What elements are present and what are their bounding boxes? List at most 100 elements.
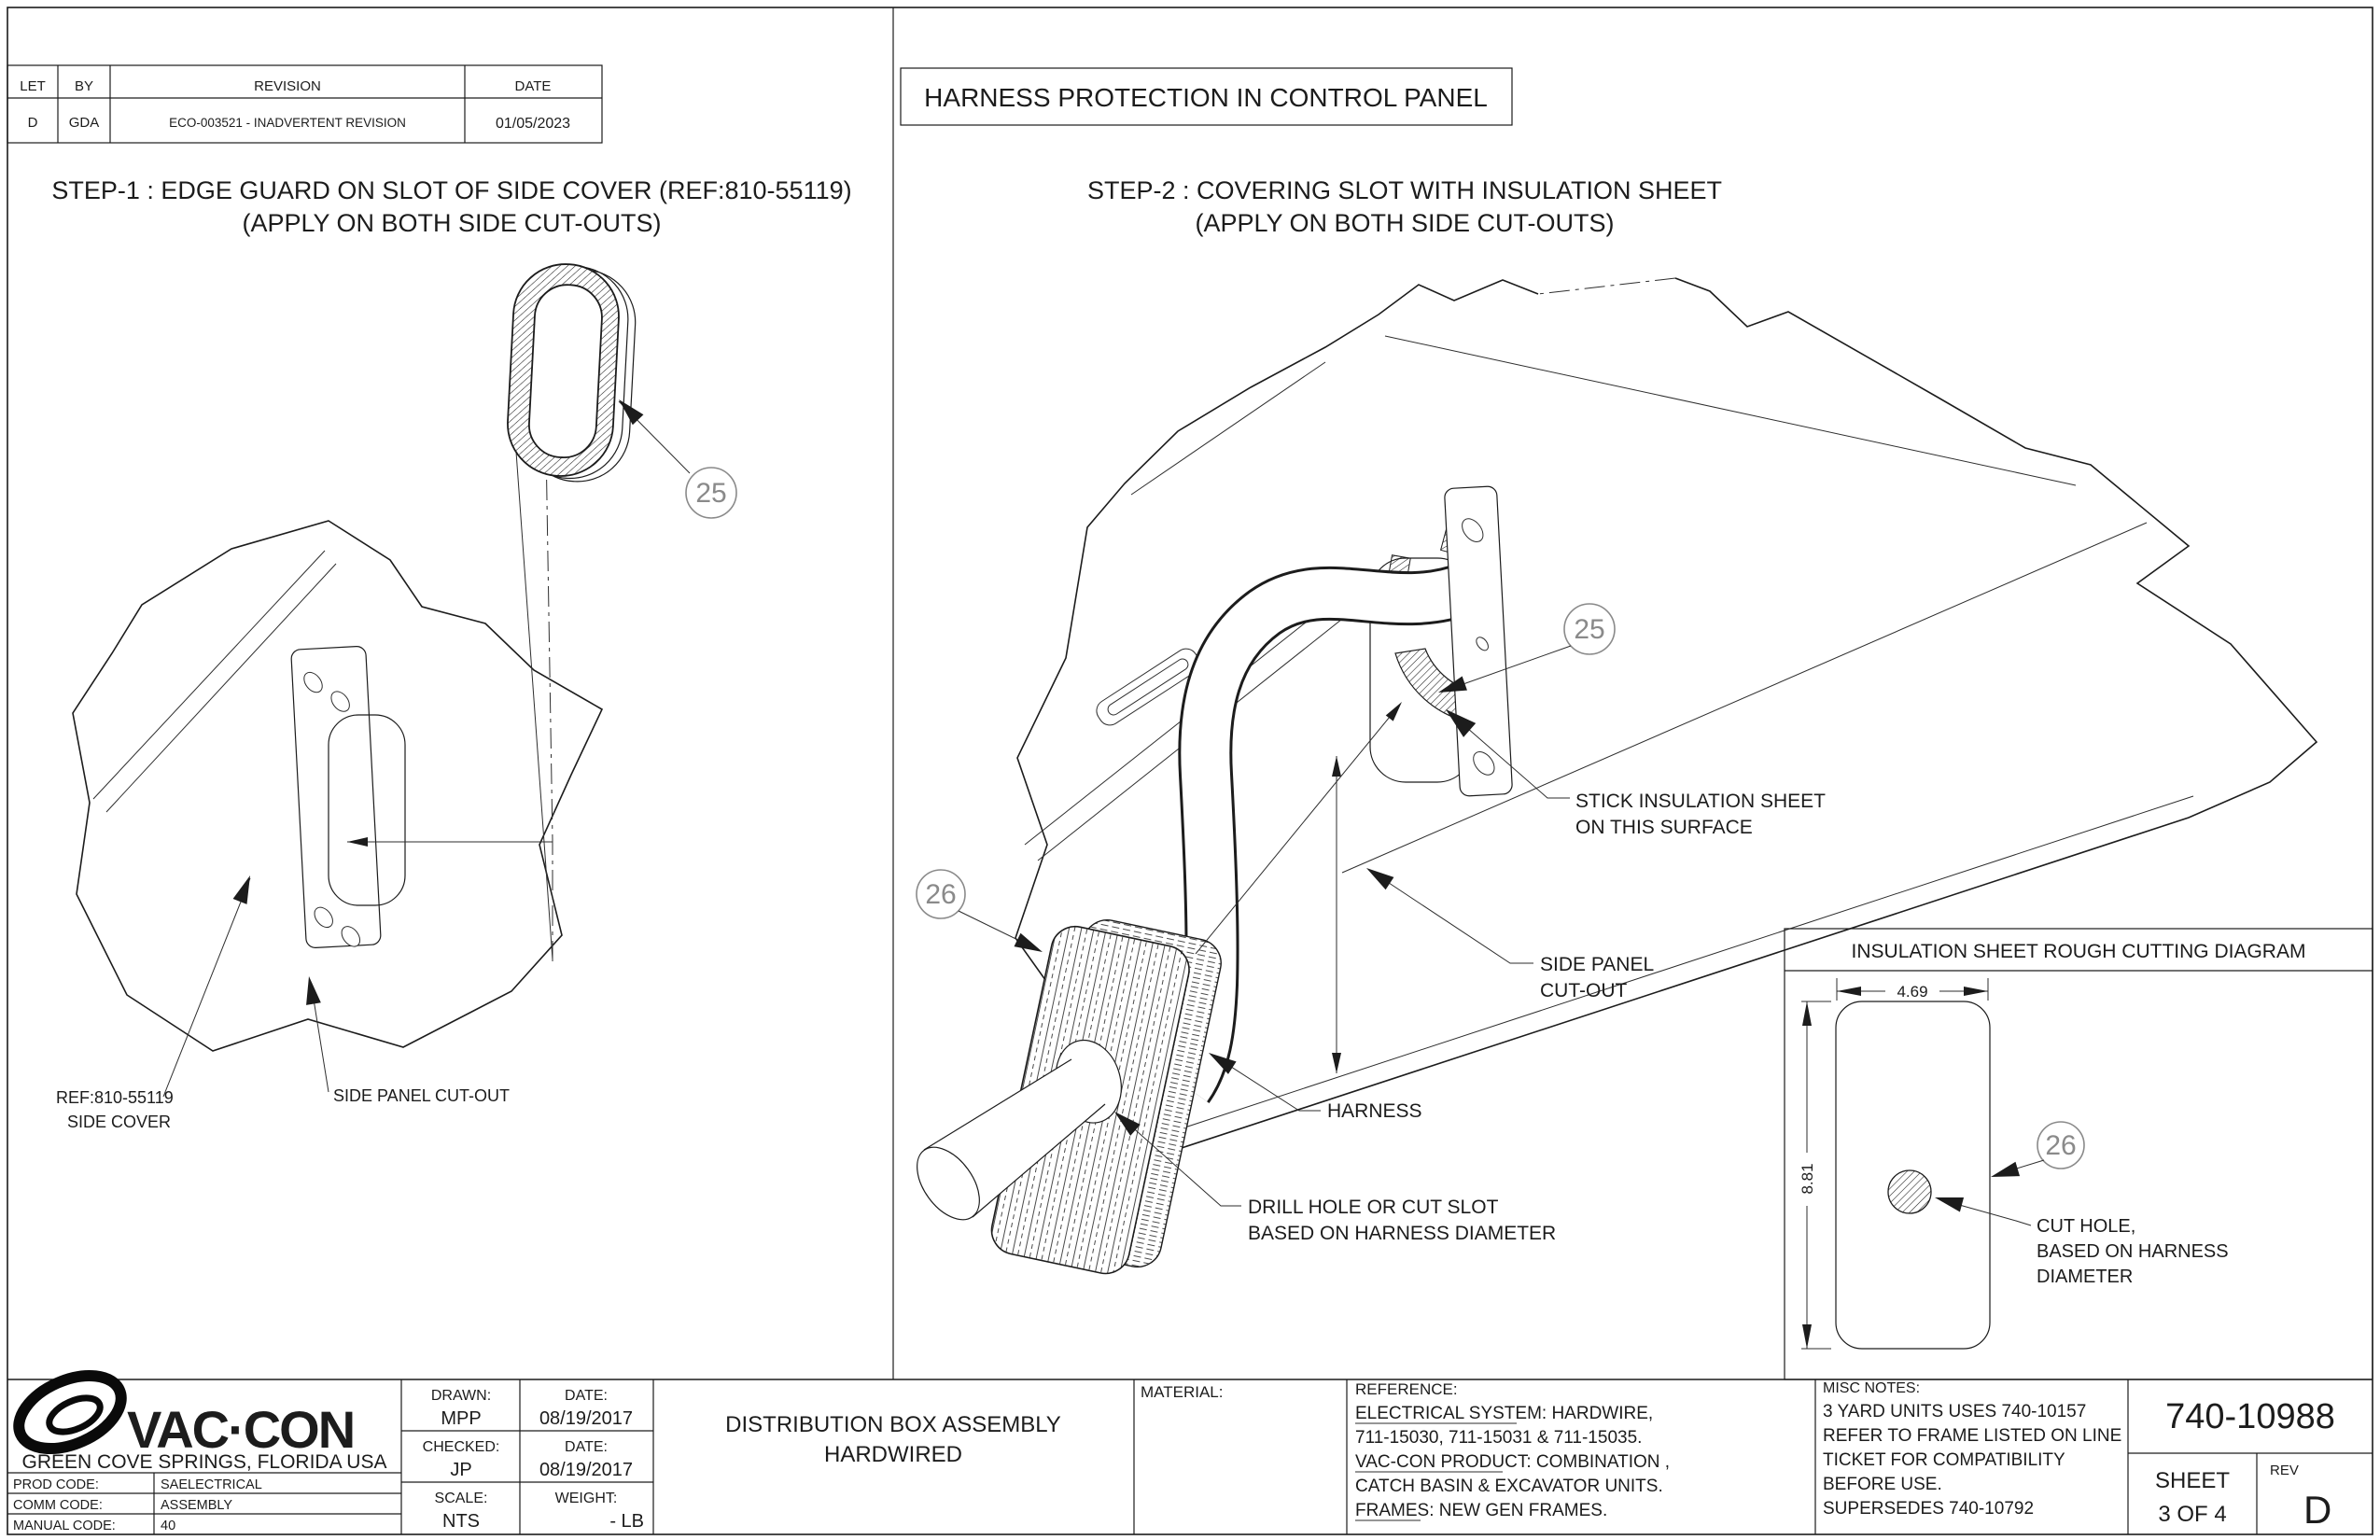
drawn-value: MPP [441, 1408, 481, 1429]
step2-heading-line2: (APPLY ON BOTH SIDE CUT-OUTS) [1195, 209, 1614, 237]
logo-location: GREEN COVE SPRINGS, FLORIDA USA [22, 1451, 387, 1473]
step2-heading-line1: STEP-2 : COVERING SLOT WITH INSULATION S… [1087, 176, 1722, 204]
logo-swoosh-icon [13, 1369, 127, 1455]
label-side-panel-cutout-step1: SIDE PANEL CUT-OUT [333, 1086, 510, 1105]
cutout-frame-plate [290, 646, 382, 948]
logo-swoosh-inner-icon [46, 1394, 104, 1435]
step1-heading-line1: STEP-1 : EDGE GUARD ON SLOT OF SIDE COVE… [51, 176, 851, 204]
callout-26-diagram: 26 [2045, 1130, 2076, 1161]
callout-25-step1: 25 [695, 478, 726, 509]
label-cutout2-line1: SIDE PANEL [1540, 954, 1654, 975]
label-harness: HARNESS [1327, 1100, 1422, 1122]
misc-line1: 3 YARD UNITS USES 740-10157 [1823, 1402, 2086, 1421]
leader-arrow [306, 976, 321, 1005]
rev-col-by: BY [75, 78, 93, 94]
checked-date-label: DATE: [565, 1439, 608, 1455]
manual-code-value: 40 [161, 1519, 175, 1533]
callout-26-step2: 26 [925, 879, 956, 910]
control-panel-fill [1015, 278, 2317, 1183]
prod-code-label: PROD CODE: [13, 1477, 99, 1492]
misc-label: MISC NOTES: [1823, 1380, 1920, 1396]
harness-cylinder-front [917, 1058, 1106, 1221]
drawn-date-label: DATE: [565, 1388, 608, 1404]
rev-col-let: LET [20, 78, 46, 94]
revision-table: LET BY REVISION DATE D GDA ECO-003521 - … [7, 64, 603, 144]
cutting-diagram-title: INSULATION SHEET ROUGH CUTTING DIAGRAM [1852, 941, 2306, 962]
drawn-date-value: 08/19/2017 [539, 1408, 633, 1429]
scale-label: SCALE: [435, 1491, 488, 1506]
title-banner: HARNESS PROTECTION IN CONTROL PANEL [900, 67, 1513, 126]
label-cut-hole-line1: CUT HOLE, [2037, 1216, 2135, 1237]
misc-line4: BEFORE USE. [1823, 1475, 1942, 1494]
insulation-sheet [990, 919, 1222, 1275]
drawing-title-line1: DISTRIBUTION BOX ASSEMBLY [725, 1412, 1061, 1437]
label-cut-hole-line3: DIAMETER [2037, 1267, 2133, 1287]
reference-line2: 711-15030, 711-15031 & 711-15035. [1355, 1428, 1642, 1448]
title-block: VAC·CON GREEN COVE SPRINGS, FLORIDA USA … [7, 1369, 2373, 1534]
reference-label: REFERENCE: [1355, 1380, 1458, 1398]
cutting-diagram: INSULATION SHEET ROUGH CUTTING DIAGRAM 4… [1784, 928, 2373, 1380]
sheet-label: SHEET [2155, 1468, 2230, 1493]
phantom-break-line [1537, 277, 1676, 295]
sheet-value: 3 OF 4 [2158, 1502, 2226, 1527]
weight-label: WEIGHT: [555, 1491, 618, 1506]
step2-view: 26 25 STICK INSULATION SHEET ON THIS SUR… [916, 277, 2318, 1275]
comm-code-value: ASSEMBLY [161, 1498, 232, 1513]
rev-label: REV [2270, 1463, 2299, 1478]
checked-value: JP [450, 1460, 471, 1480]
rev-col-date: DATE [515, 78, 552, 94]
rev-row-by: GDA [69, 115, 100, 131]
misc-line5: SUPERSEDES 740-10792 [1823, 1499, 2034, 1519]
dim-width: 4.69 [1897, 983, 1927, 1001]
reference-line1-rest: : HARDWIRE, [1542, 1404, 1653, 1423]
label-ref-side-cover-line2: SIDE COVER [67, 1113, 171, 1131]
banner-title: HARNESS PROTECTION IN CONTROL PANEL [924, 83, 1488, 112]
reference-line5: FRAMES: NEW GEN FRAMES. [1355, 1501, 1607, 1520]
page-border [7, 7, 2373, 1535]
scale-value: NTS [442, 1511, 480, 1532]
callout-circle-26 [916, 869, 966, 919]
rev-row-revision: ECO-003521 - INADVERTENT REVISION [169, 116, 406, 130]
rev-row-date: 01/05/2023 [496, 116, 570, 132]
drawing-number: 740-10988 [2165, 1397, 2335, 1436]
checked-date-value: 08/19/2017 [539, 1460, 633, 1480]
misc-line3: TICKET FOR COMPATIBILITY [1823, 1450, 2065, 1470]
reference-line1: ELECTRICAL SYSTEM: HARDWIRE, [1355, 1404, 1653, 1423]
label-cut-hole-line2: BASED ON HARNESS [2037, 1241, 2229, 1262]
leader-arrow [232, 875, 250, 904]
drawing-title-line2: HARDWIRED [824, 1442, 962, 1467]
dim-height: 8.81 [1799, 1163, 1816, 1194]
label-drill-line1: DRILL HOLE OR CUT SLOT [1248, 1197, 1499, 1218]
weight-value: - LB [609, 1511, 644, 1532]
reference-line3: VAC-CON PRODUCT: COMBINATION , [1355, 1452, 1670, 1472]
manual-code-label: MANUAL CODE: [13, 1519, 116, 1533]
step1-view: 25 REF:810-55119 SIDE COVER SIDE PANEL C… [56, 263, 737, 1131]
callout-circle-25-step2 [1563, 603, 1616, 655]
label-stick-line2: ON THIS SURFACE [1575, 817, 1753, 838]
checked-label: CHECKED: [423, 1439, 500, 1455]
leader-arrow [619, 399, 644, 426]
label-cutout2-line2: CUT-OUT [1540, 980, 1627, 1001]
rev-col-revision: REVISION [254, 78, 321, 94]
drawn-label: DRAWN: [431, 1388, 491, 1404]
rev-value: D [2303, 1488, 2331, 1532]
cut-hole [1887, 1169, 1932, 1214]
vaccon-logo: VAC·CON [13, 1369, 356, 1459]
label-stick-line1: STICK INSULATION SHEET [1575, 791, 1826, 812]
label-ref-side-cover-line1: REF:810-55119 [56, 1088, 174, 1107]
reference-line3-underlined: VAC-CON PRODUCT [1355, 1452, 1529, 1472]
comm-code-label: COMM CODE: [13, 1498, 103, 1513]
reference-line1-underlined: ELECTRICAL SYSTEM [1355, 1404, 1542, 1423]
misc-line2: REFER TO FRAME LISTED ON LINE [1823, 1426, 2121, 1446]
sheet-outline [1835, 1001, 1991, 1350]
reference-line5-rest: : NEW GEN FRAMES. [1429, 1501, 1607, 1520]
rev-row-let: D [28, 115, 38, 131]
prod-code-value: SAELECTRICAL [161, 1477, 262, 1492]
side-panel-cutout-slot [328, 714, 406, 906]
edge-guard [507, 263, 637, 483]
callout-circle-25 [685, 467, 737, 519]
logo-text: VAC·CON [127, 1400, 354, 1459]
reference-line3-rest: : COMBINATION , [1526, 1452, 1670, 1472]
step1-heading-line2: (APPLY ON BOTH SIDE CUT-OUTS) [242, 209, 661, 237]
